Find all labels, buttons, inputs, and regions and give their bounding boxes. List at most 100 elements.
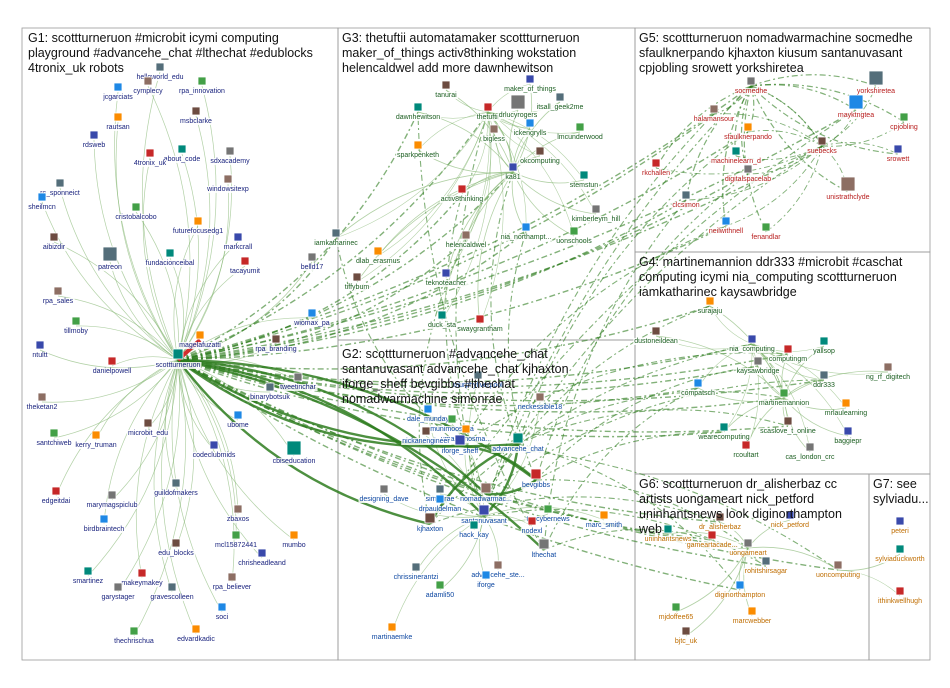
node-nick-petford[interactable]: nick_petford (769, 510, 811, 529)
node-binarybotsuk[interactable]: binarybotsuk (249, 382, 292, 401)
node-ubome[interactable]: ubome (226, 410, 250, 429)
node-guildofmakers[interactable]: guildofmakers (153, 478, 200, 497)
node-soci[interactable]: soci (214, 602, 230, 621)
node-iforge-sheff[interactable]: iforge_sheff (440, 434, 480, 455)
node-peteri[interactable]: peteri (890, 516, 911, 535)
node-maker-of-things[interactable]: maker_of_things (503, 74, 558, 93)
node-santchiweb[interactable]: santchiweb (35, 428, 73, 447)
node-hack-kay[interactable]: hack_kay (458, 520, 491, 539)
node-scaslove-t-online[interactable]: scaslove_t_online (759, 416, 817, 435)
node-kaysawbridge[interactable]: kaysawbridge (735, 356, 781, 375)
node-fundacionceibal[interactable]: fundacionceibal (144, 248, 196, 267)
node-uonschools[interactable]: uonschools (555, 226, 594, 245)
node-santanuvasant[interactable]: santanuvasant (460, 504, 508, 525)
node-msbclarke[interactable]: msbclarke (179, 106, 214, 125)
node-marymagspiclub[interactable]: marymagspiclub (85, 490, 139, 509)
node-dlab-erasmus[interactable]: dlab_erasmus (355, 246, 402, 265)
node-unistrathclyde[interactable]: unistrathclyde (825, 176, 871, 201)
node-chrisheadleand[interactable]: chrisheadleand (237, 548, 287, 567)
node-sylviaduckworth[interactable]: sylviaduckworth (874, 544, 926, 563)
node-halamansour[interactable]: halamansour (692, 104, 736, 123)
node-uongameart[interactable]: uongameart (728, 538, 768, 557)
node-danielpowell[interactable]: danielpowell (91, 356, 133, 375)
node-rpa-innovation[interactable]: rpa_innovation (178, 76, 227, 95)
node-marcwebber[interactable]: marcwebber (731, 606, 773, 625)
node-duck-sta[interactable]: duck_sta (426, 310, 458, 329)
node-munimoosasa[interactable]: munimoosasa (429, 414, 475, 433)
node-dale-munday[interactable]: dale_munday (405, 404, 451, 423)
node-rpa-sales[interactable]: rpa_sales (41, 286, 75, 305)
node-umarsanosma-[interactable]: umarsanosma... (439, 424, 493, 443)
node-tacayumit[interactable]: tacayumit (229, 256, 262, 275)
node-diginorthampton[interactable]: diginorthampton (713, 580, 767, 599)
node-ddr333[interactable]: ddr333 (812, 370, 837, 389)
node-kjhaxton[interactable]: kjhaxton (415, 512, 445, 533)
node-ickengrylls[interactable]: ickengrylls (512, 118, 548, 137)
node-rdsweb[interactable]: rdsweb (81, 130, 107, 149)
node-surajaju[interactable]: surajaju (696, 296, 724, 315)
node-teknoteacher[interactable]: teknoteacher (424, 268, 468, 287)
node-rautsan[interactable]: rautsan (105, 112, 131, 131)
node-nickanengineer[interactable]: nickanengineer (401, 426, 452, 445)
node-compatsch[interactable]: compatsch (680, 378, 717, 397)
node-4tronix-uk[interactable]: 4tronix_uk (132, 148, 168, 167)
node-codeclubmids[interactable]: codeclubmids (191, 440, 237, 459)
node-birdbraintech[interactable]: birdbraintech (82, 514, 126, 533)
node-nomadwarmac-[interactable]: nomadwarmac... (459, 482, 513, 503)
node-futurefocusedg1[interactable]: futurefocusedg1 (171, 216, 225, 235)
node-bjtc-uk[interactable]: bjtc_uk (673, 626, 699, 645)
node-windowsitexp[interactable]: windowsitexp (205, 174, 250, 193)
node-marc-smith[interactable]: marc_smith (584, 510, 624, 529)
node-bevgibbs[interactable]: bevgibbs (520, 468, 552, 489)
node-itsall-geek2me[interactable]: itsall_geek2me (535, 92, 585, 111)
node-rcoultart[interactable]: rcoultart (732, 440, 760, 459)
node-markcrall[interactable]: markcrall (222, 232, 254, 251)
node-neckessible18[interactable]: neckessible18 (516, 392, 564, 411)
node-helencaldwel[interactable]: helencaldwel (444, 230, 488, 249)
node-edvardkadic[interactable]: edvardkadic (176, 624, 217, 643)
node-dustoneildean[interactable]: dustoneildean (633, 326, 679, 345)
node-theketan2[interactable]: theketan2 (25, 392, 59, 411)
node-ka81[interactable]: ka81 (504, 162, 522, 181)
node-cbiseducation[interactable]: cbiseducation (271, 440, 317, 465)
node-tanurai[interactable]: tanurai (434, 80, 459, 99)
node-scottturneruon[interactable]: scottturneruon (154, 348, 202, 369)
node-sdxacademy[interactable]: sdxacademy (209, 146, 252, 165)
node-drpauldelman[interactable]: drpauldelman (417, 494, 463, 513)
node-advancehe-chat[interactable]: advancehe_chat (491, 432, 545, 453)
node-tiffybum[interactable]: tiffybum (343, 272, 371, 291)
node-jcgarciats[interactable]: jcgarciats (101, 82, 135, 101)
node-uninhantsnews[interactable]: uninhantsnews (643, 524, 693, 543)
node-patreon[interactable]: patreon (97, 246, 123, 271)
node-sheilmcn[interactable]: sheilmcn (27, 192, 57, 211)
node-cymplecy[interactable]: cymplecy (132, 76, 165, 95)
node-martinemannion[interactable]: martinemannion (757, 388, 811, 407)
node-nia-computing[interactable]: nia_computing (728, 334, 776, 353)
node-magelafuzatti[interactable]: magelafuzatti (178, 330, 223, 349)
node-advancehe-ste-[interactable]: advancehe_ste... (470, 560, 526, 579)
node-uoncomputing[interactable]: uoncomputing (815, 560, 862, 579)
node-okcomputing[interactable]: okcomputing (519, 146, 561, 165)
node-martinaemke[interactable]: martinaemke (370, 622, 414, 641)
node-fenandlar[interactable]: fenandlar (750, 222, 783, 241)
node-tweetinchar[interactable]: tweetinchar (279, 372, 318, 391)
node-nia-northampt-[interactable]: nia_northampt... (499, 222, 553, 241)
node-yallsop[interactable]: yallsop (812, 336, 836, 355)
node-bigless[interactable]: bigless (482, 124, 507, 143)
node-sfaulknerpando[interactable]: sfaulknerpando (723, 122, 774, 141)
node-sparkpenketh[interactable]: sparkpenketh (395, 140, 441, 159)
node-makeymakey[interactable]: makeymakey (120, 568, 165, 587)
node-wearecomputing[interactable]: wearecomputing (696, 422, 751, 441)
node-ntultt[interactable]: ntultt (31, 340, 49, 359)
node-mcl15872441[interactable]: mcl15872441 (213, 530, 259, 549)
node-iforge[interactable]: iforge (476, 570, 496, 589)
node-baggiepr[interactable]: baggiepr (833, 426, 864, 445)
node-gameartacade-[interactable]: gameartacade... (685, 530, 739, 549)
node-kerry-truman[interactable]: kerry_truman (74, 430, 118, 449)
node-suebecks[interactable]: suebecks (806, 136, 839, 155)
node-cristobalcobo[interactable]: cristobalcobo (114, 202, 158, 221)
node-topcybernews[interactable]: topcybernews (525, 504, 572, 523)
node-activ8thinking[interactable]: activ8thinking (439, 184, 485, 203)
node-edgeitdai[interactable]: edgeitdai (40, 486, 72, 505)
node-swaygrantham[interactable]: swaygrantham (456, 314, 504, 333)
